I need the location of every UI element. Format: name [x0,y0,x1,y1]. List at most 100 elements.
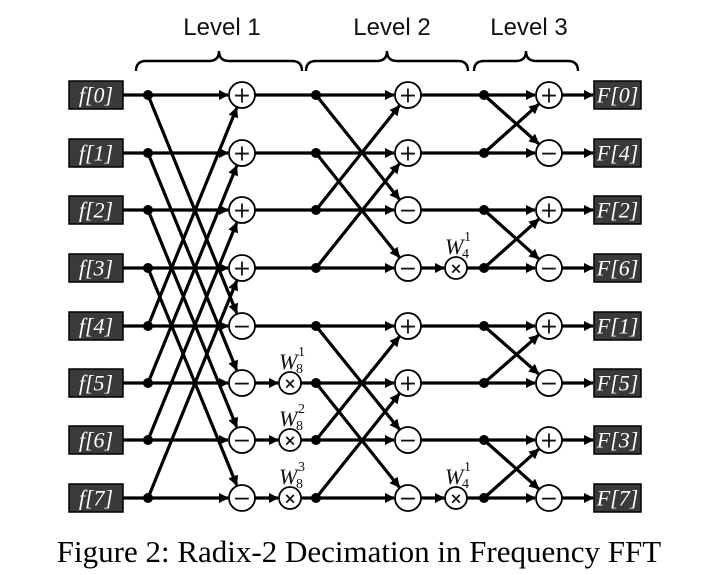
l3-cross-wire [482,218,540,270]
adder-node-symbol: + [399,372,417,397]
split-dot [143,378,153,388]
adder-node-symbol: + [399,142,417,167]
output-F1-box [593,138,642,168]
twiddle-factor-base: W [279,406,299,431]
split-dot [143,90,153,100]
multiplier-node [444,486,468,510]
figure-caption: Figure 2: Radix-2 Decimation in Frequenc… [57,534,661,569]
twiddle-factor-subscript: 4 [462,247,469,262]
split-dot [311,321,321,331]
subtractor-node-symbol: − [233,315,251,340]
adder-node [535,196,563,224]
adder-node-symbol: + [540,84,558,109]
level-brace [134,50,304,72]
split-dot [311,205,321,215]
input-f6-label: f[6] [79,428,113,453]
adder-node-symbol: + [540,199,558,224]
adder-node-symbol: + [399,315,417,340]
level-3-label: Level 3 [490,14,567,41]
multiply-symbol: × [284,490,297,508]
adder-node-symbol: + [233,257,251,282]
twiddle-factor-subscript: 8 [296,362,303,377]
input-f6-box [68,425,124,455]
subtractor-node-symbol: − [233,372,251,397]
subtractor-node [228,426,256,454]
subtractor-node-symbol: − [540,257,558,282]
input-f7-box [68,483,124,513]
subtractor-node-symbol: − [233,429,251,454]
input-f3-box [68,253,124,283]
split-dot [143,148,153,158]
l3-cross-wire [482,438,540,490]
input-f1-label: f[1] [79,141,113,166]
adder-node-symbol: + [233,84,251,109]
adder-node [228,81,256,109]
adder-node [394,369,422,397]
l2-cross-wire [314,162,401,269]
subtractor-node [228,369,256,397]
l2-cross-wire [314,324,401,431]
split-dot [479,148,489,158]
adder-node [228,139,256,167]
l2-cross-wire [314,392,401,499]
output-F4-box [593,311,642,341]
twiddle-factor-exponent: 1 [298,345,305,360]
split-dot [143,263,153,273]
subtractor-node [535,369,563,397]
adder-node [394,312,422,340]
split-dot [143,493,153,503]
split-dot [479,435,489,445]
output-F6-box [593,425,642,455]
adder-node [394,81,422,109]
adder-node [394,139,422,167]
twiddle-factor-exponent: 1 [464,230,471,245]
input-f5-box [68,368,124,398]
twiddle-factor-subscript: 4 [462,477,469,492]
level-brace [304,50,470,72]
multiplier-node [444,256,468,280]
l2-cross-wire [314,335,401,442]
subtractor-node [394,484,422,512]
adder-node-symbol: + [233,142,251,167]
split-dot [479,493,489,503]
subtractor-node-symbol: − [399,487,417,512]
subtractor-node [394,254,422,282]
output-F2-box [593,195,642,225]
split-dot [479,378,489,388]
adder-node [228,196,256,224]
subtractor-node [535,484,563,512]
adder-node-symbol: + [540,429,558,454]
l1-cross-wire [146,267,239,486]
l2-cross-wire [314,104,401,211]
twiddle-factor-base: W [445,464,465,489]
input-f5-label: f[5] [79,371,113,396]
twiddle-factor-exponent: 3 [298,460,305,475]
split-dot [311,493,321,503]
l3-cross-wire [482,324,540,375]
split-dot [479,321,489,331]
l1-cross-wire [146,152,239,371]
level-braces [134,50,580,72]
output-F3-box [593,253,642,283]
twiddle-factor-exponent: 1 [464,460,471,475]
l1-cross-wire [146,222,239,441]
multiply-symbol: × [450,490,463,508]
multiply-symbol: × [284,432,297,450]
l3-cross-wire [482,448,540,500]
split-dot [479,205,489,215]
adder-node [228,254,256,282]
l1-cross-wire [146,280,239,499]
l1-cross-wire [146,94,239,314]
multiplier-node [278,371,302,395]
l2-cross-wire [314,152,401,259]
split-dot [311,263,321,273]
adder-node-symbol: + [233,199,251,224]
output-F5-box [593,368,642,398]
level-2-label: Level 2 [353,14,430,41]
twiddle-factor-base: W [279,464,299,489]
output-F4-label: F[1] [596,314,639,339]
input-f1-box [68,138,124,168]
adder-node [535,81,563,109]
twiddle-factor-subscript: 8 [296,477,303,492]
multiply-symbol: × [284,375,297,393]
